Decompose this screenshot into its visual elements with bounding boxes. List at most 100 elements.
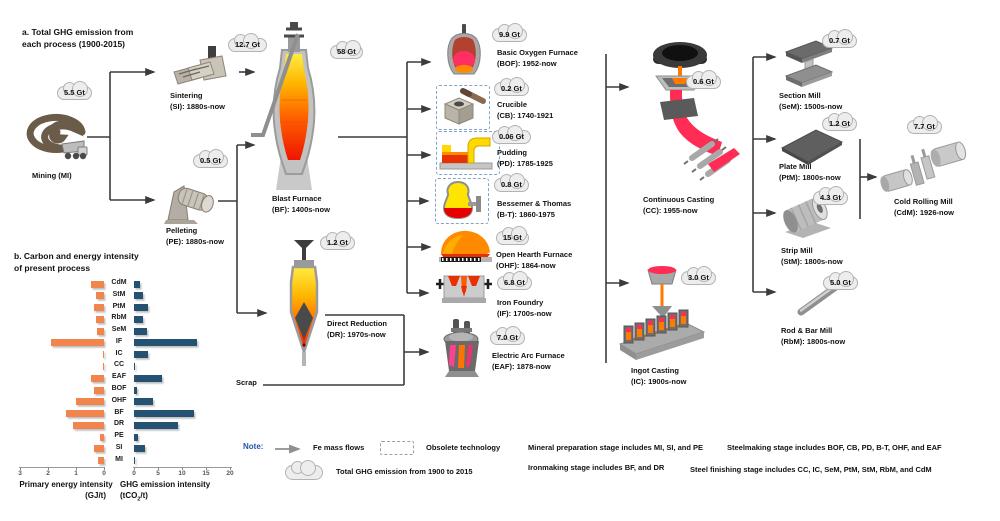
ghg-axis-unit: (tCO2/t) [120, 490, 240, 504]
ghg-bar [134, 445, 145, 453]
energy-axis-tick [104, 467, 105, 470]
energy-axis-tick-label: 0 [102, 470, 106, 477]
iron-foundry-icon [436, 275, 492, 303]
crucible-icon [443, 88, 486, 125]
energy-bar [73, 421, 104, 429]
note-label: Note: [243, 442, 264, 451]
process-name: Blast Furnace [272, 194, 322, 203]
process-name: Sintering [170, 91, 203, 100]
energy-bar [91, 280, 104, 288]
ghg-bar [134, 398, 154, 406]
chart-category-label: EAF [112, 373, 126, 381]
energy-bar [95, 315, 104, 323]
ghg-bar [134, 280, 140, 288]
ghg-axis-tick [230, 467, 231, 470]
energy-axis-tick-label: 2 [46, 470, 50, 477]
energy-bar [95, 292, 104, 300]
process-name: Bessemer & Thomas [497, 199, 572, 208]
ghg-bar [134, 362, 136, 370]
plate-mill-icon [780, 129, 844, 165]
ghg-bar [134, 421, 179, 429]
blast-furnace-emission-badge: 58 Gt [330, 40, 363, 59]
energy-bar [99, 433, 104, 441]
process-period: (RbM): 1800s-now [781, 336, 846, 346]
process-period: (CC): 1955-now [643, 205, 698, 215]
ghg-bar [134, 339, 197, 347]
ingot-casting-emission-badge: 3.0 Gt [681, 266, 716, 285]
ghg-axis-tick [158, 467, 159, 470]
process-name: Crucible [497, 100, 528, 109]
crucible-emission-badge: 0.2 Gt [494, 77, 529, 96]
process-period: (SeM): 1500s-now [779, 101, 843, 111]
process-name: Mining (MI) [32, 171, 72, 180]
process-period: (B-T): 1860-1975 [497, 209, 555, 219]
section-mill-icon [784, 40, 834, 87]
bessemer-emission-badge: 0.8 Gt [494, 173, 529, 192]
chart-category-label: CdM [111, 279, 127, 286]
ghg-bar [134, 374, 163, 382]
energy-axis-tick [20, 467, 21, 470]
continuous-casting-label: Continuous Casting (CC): 1955-now [643, 195, 714, 217]
chart-category-label: SeM [111, 326, 127, 334]
process-name: Iron Foundry [497, 298, 544, 307]
energy-bar [97, 327, 104, 335]
panel-a-title: a. Total GHG emission from each process … [22, 26, 133, 51]
energy-axis-tick-label: 3 [18, 470, 22, 477]
panel-b-title-line1: b. Carbon and energy intensity [14, 251, 139, 261]
chart-category-label: PE [114, 432, 124, 440]
process-period: (CdM): 1926-now [894, 207, 954, 217]
energy-bar [94, 304, 104, 312]
sintering-label: Sintering (SI): 1880s-now [170, 91, 225, 113]
energy-bar [102, 362, 104, 370]
energy-axis-tick-label: 1 [74, 470, 78, 477]
ghg-axis-title: GHG emission intensity (tCO2/t) [120, 479, 240, 504]
ghg-unit-post: /t) [140, 491, 148, 501]
stage-note-ironmaking: Ironmaking stage includes BF, and DR [528, 463, 665, 472]
obsolete-box-pudding [436, 131, 500, 175]
blast-furnace-label: Blast Furnace (BF): 1400s-now [272, 194, 330, 216]
ghg-axis-tick-label: 5 [156, 470, 160, 477]
process-name: Basic Oxygen Furnace [497, 48, 578, 57]
section-mill-emission-badge: 0.7 Gt [822, 29, 857, 48]
energy-bar [66, 410, 104, 418]
process-period: (PtM): 1800s-now [779, 172, 841, 182]
ingot-casting-label: Ingot Casting (IC): 1900s-now [631, 366, 686, 388]
chart-category-label: BF [114, 408, 124, 416]
chart-category-label: OHF [111, 396, 127, 404]
ghg-axis-title-line1: GHG emission intensity [120, 480, 211, 489]
process-period: (StM): 1800s-now [781, 256, 843, 266]
process-name: Cold Rolling Mill [894, 197, 953, 206]
bessemer-converter-icon [442, 180, 481, 220]
cloud-legend-label: Total GHG emission from 1900 to 2015 [336, 467, 473, 476]
stage-note-steelmaking: Steelmaking stage includes BOF, CB, PD, … [727, 443, 942, 452]
ghg-axis-tick [182, 467, 183, 470]
continuous-casting-icon [653, 42, 740, 181]
obsolete-legend-box-icon [380, 441, 414, 455]
panel-a-title-line2: each process (1900-2015) [22, 39, 126, 50]
rod-bar-mill-label: Rod & Bar Mill (RbM): 1800s-now [781, 326, 845, 348]
sintering-icon [173, 46, 227, 85]
process-name: Rod & Bar Mill [781, 326, 833, 335]
ghg-unit-sub: 2 [137, 496, 141, 503]
energy-axis-tick [48, 467, 49, 470]
process-period: (IF): 1700s-now [497, 308, 552, 318]
energy-bar [76, 398, 104, 406]
energy-bar [94, 445, 104, 453]
ghg-bar [134, 292, 144, 300]
pelleting-icon [164, 185, 214, 224]
process-period: (OHF): 1864-now [496, 260, 556, 270]
process-name: Pelleting [166, 226, 198, 235]
process-period: (SI): 1880s-now [170, 101, 226, 111]
sintering-emission-badge: 12.7 Gt [228, 33, 268, 52]
pudding-emission-badge: 0.06 Gt [492, 125, 532, 144]
section-mill-label: Section Mill (SeM): 1500s-now [779, 91, 842, 113]
process-period: (PD): 1785-1925 [497, 158, 553, 168]
energy-bar [94, 386, 104, 394]
process-period: (BF): 1400s-now [272, 204, 330, 214]
chart-category-label: PtM [112, 302, 126, 310]
stage-note-mineral: Mineral preparation stage includes MI, S… [528, 443, 704, 452]
process-period: (DR): 1970s-now [327, 329, 386, 339]
cold-rolling-mill-label: Cold Rolling Mill (CdM): 1926-now [894, 197, 954, 219]
panel-b-title: b. Carbon and energy intensity of presen… [14, 250, 139, 275]
